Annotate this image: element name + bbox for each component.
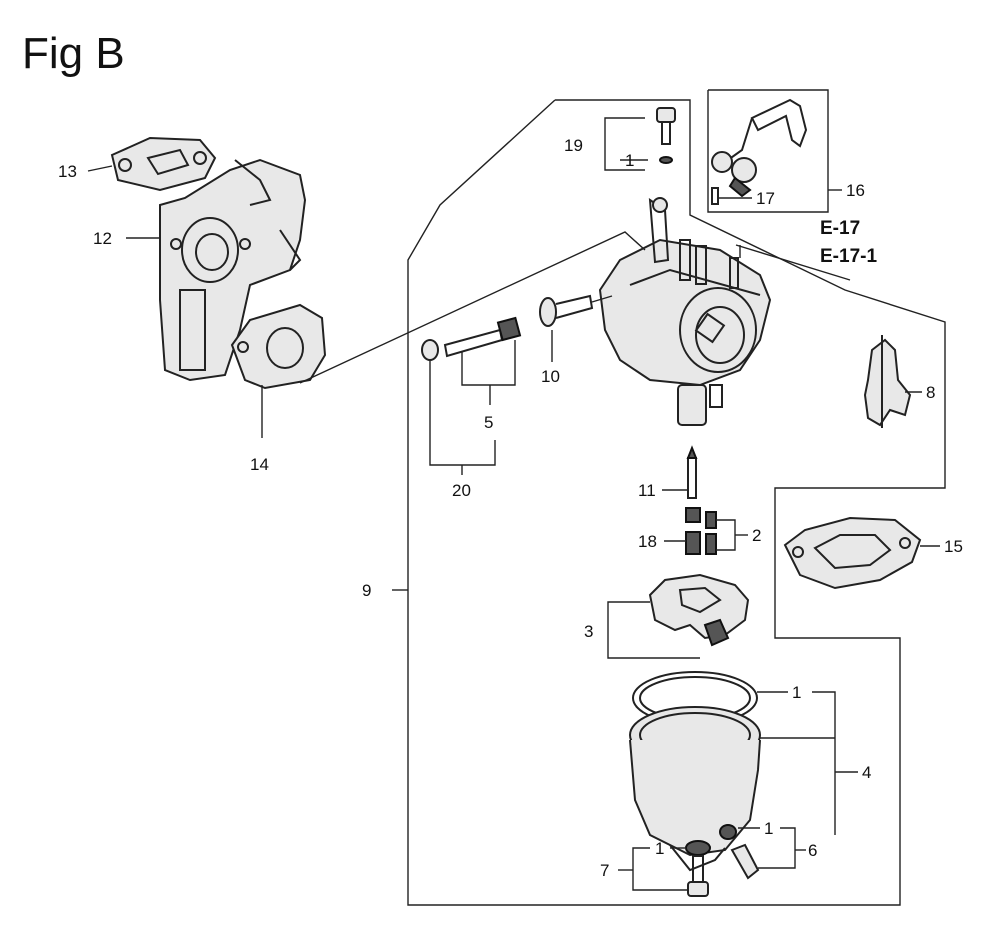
gasket-14 [230, 303, 327, 390]
float-pin-8 [863, 335, 912, 428]
callout-1-screw: 1 [625, 151, 634, 170]
callout-16: 16 [846, 181, 865, 200]
insulator-12 [159, 158, 307, 382]
leader-13 [87, 165, 113, 172]
leader-14-to-body [299, 231, 646, 384]
float-3 [648, 573, 750, 647]
bracket-6 [758, 827, 796, 869]
callout-15: 15 [944, 537, 963, 556]
callout-11: 11 [638, 481, 656, 500]
screw-10 [539, 294, 594, 327]
ref-leader [735, 244, 851, 281]
callout-3: 3 [584, 622, 593, 641]
bolt-7 [685, 840, 711, 897]
callout-2: 2 [752, 526, 761, 545]
bracket-7 [632, 847, 688, 891]
bracket-4 [812, 691, 836, 835]
assembly-9-outline [407, 99, 946, 906]
bracket-5 [461, 340, 516, 386]
choke-box-16 [707, 89, 829, 213]
reference-e17: E-17 [820, 218, 860, 239]
callout-1-bolt: 1 [655, 839, 664, 858]
callout-9: 9 [362, 581, 371, 600]
callout-10: 10 [541, 367, 560, 386]
callout-12: 12 [93, 229, 112, 248]
bracket-3 [607, 601, 700, 659]
callout-18: 18 [638, 532, 657, 551]
callout-8: 8 [926, 383, 935, 402]
carburetor-body [598, 197, 772, 426]
jet-18 [685, 507, 701, 555]
callout-19: 19 [564, 136, 583, 155]
screw-19 [656, 107, 676, 164]
callout-6: 6 [808, 841, 817, 860]
choke-pin-17 [711, 187, 719, 205]
pilot-screw-set [421, 316, 522, 361]
callout-1-ring: 1 [792, 683, 801, 702]
gasket-13 [110, 136, 217, 192]
callout-5: 5 [484, 413, 493, 432]
gasket-15 [783, 516, 922, 590]
bracket-19 [604, 117, 645, 171]
callout-20: 20 [452, 481, 471, 500]
callout-17: 17 [756, 189, 775, 208]
callout-13: 13 [58, 162, 77, 181]
leader-10-axis [591, 295, 613, 303]
figure-title: Fig B [22, 29, 125, 78]
callout-4: 4 [862, 763, 871, 782]
choke-lever [711, 98, 808, 198]
jet-2 [705, 511, 717, 555]
bracket-2 [716, 519, 736, 551]
reference-e17-1: E-17-1 [820, 246, 877, 267]
drain-screw-6 [719, 824, 760, 880]
callout-14: 14 [250, 455, 269, 474]
callout-7: 7 [600, 861, 609, 880]
needle-11 [686, 445, 698, 499]
callout-1-drain: 1 [764, 819, 773, 838]
